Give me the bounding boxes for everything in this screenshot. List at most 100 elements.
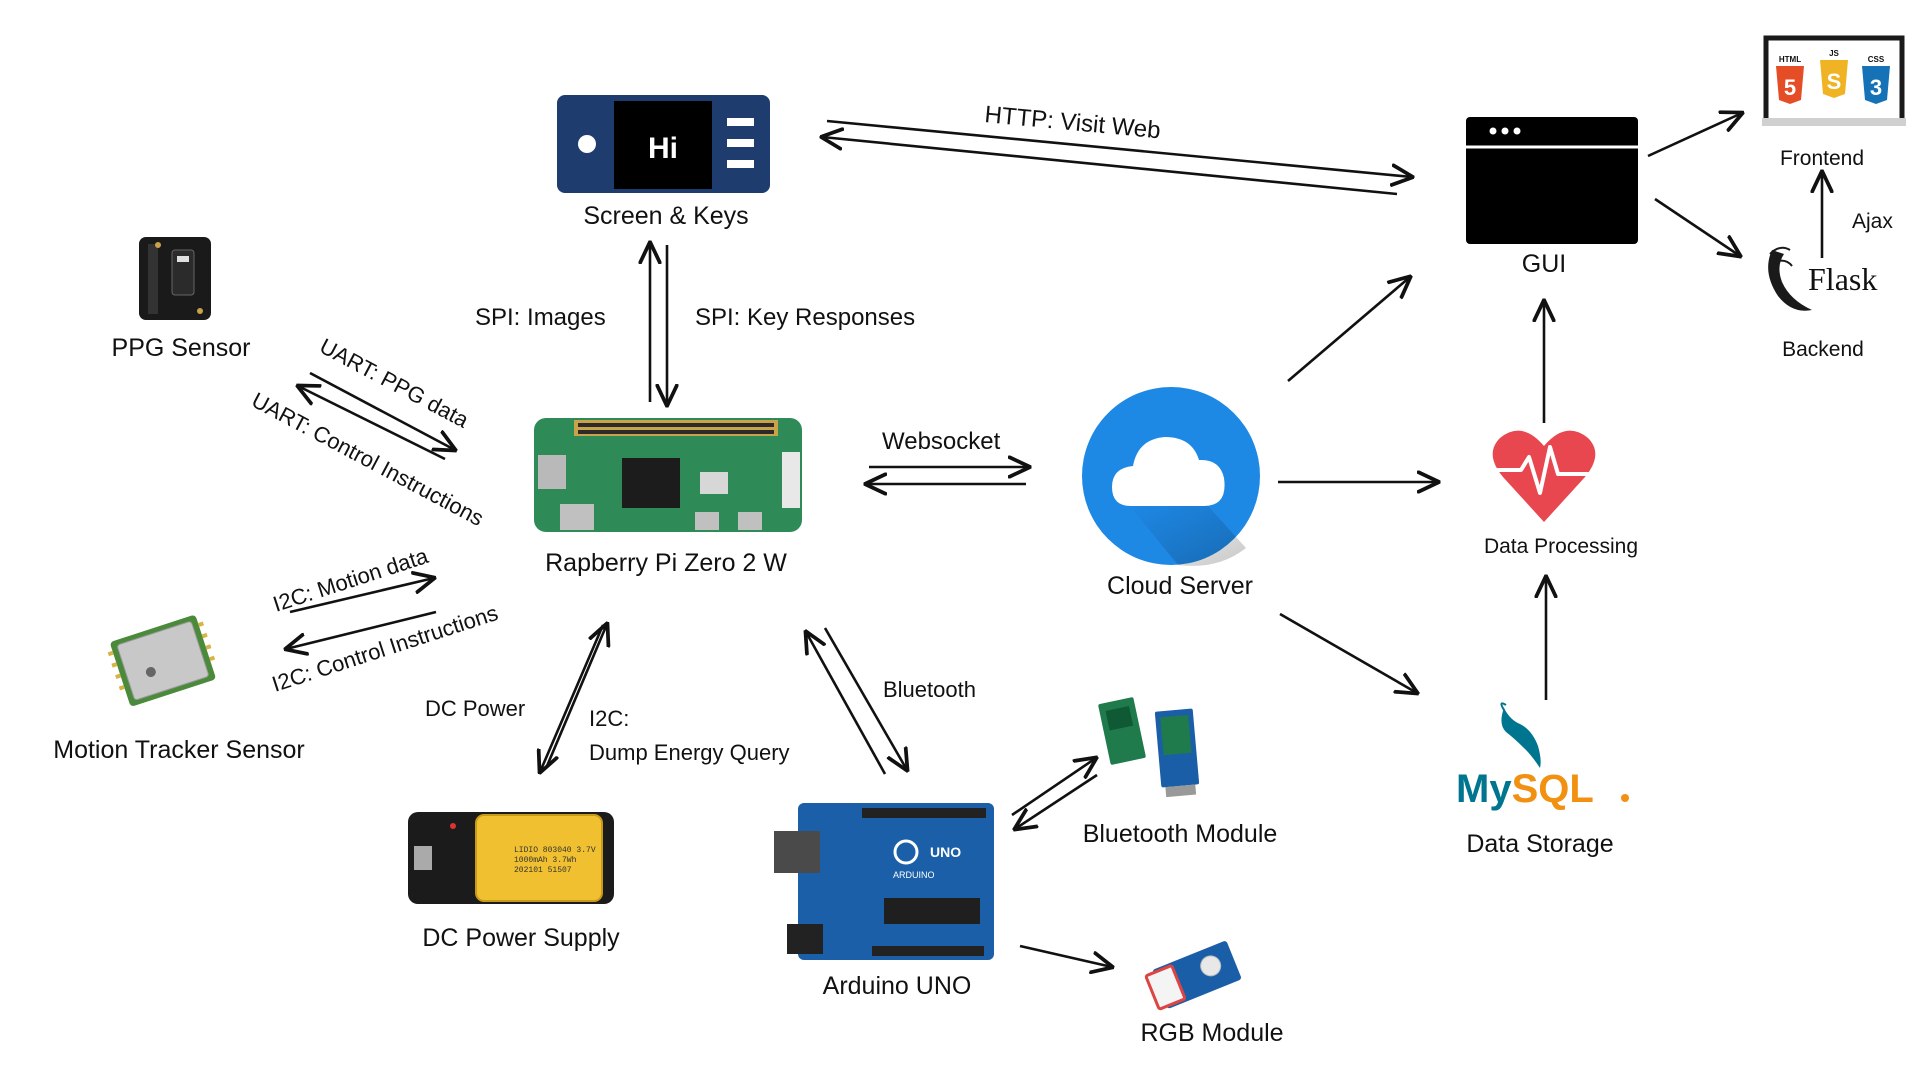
gui-dot-2 <box>1501 127 1509 135</box>
ppg-led <box>177 256 189 262</box>
gui-dot-3 <box>1513 127 1521 135</box>
pi-mini-hdmi <box>560 504 594 530</box>
motion-tracker-node: Motion Tracker Sensor <box>53 615 305 764</box>
edge-label-websocket: Websocket <box>882 428 1001 455</box>
rgb-module-node: RGB Module <box>1140 941 1284 1047</box>
arrow-motion-to-pi <box>289 578 434 614</box>
dc-power-label: DC Power Supply <box>422 924 620 952</box>
arrow-pi-to-arduino <box>823 627 907 770</box>
battery-cell <box>475 814 603 902</box>
gui-label: GUI <box>1522 250 1566 278</box>
pi-camera-connector <box>782 452 800 508</box>
bluetooth-module-node: Bluetooth Module <box>1083 697 1278 848</box>
cloud-server-node: Cloud Server <box>1082 387 1260 600</box>
arrow-cloud-to-storage <box>1279 612 1417 693</box>
arrow-gui-to-screen <box>822 137 1398 196</box>
data-processing-node: Data Processing <box>1484 430 1638 558</box>
data-storage-node: MySQL Data Storage <box>1456 702 1629 858</box>
edge-labels: HTTP: Visit Web SPI: Images SPI: Key Res… <box>248 101 1894 765</box>
raspberry-pi-node: Rapberry Pi Zero 2 W <box>534 418 802 577</box>
dc-power-node: LIDIO 803040 3.7V 1000mAh 3.7Wh 202101 5… <box>408 812 620 952</box>
screen-keys-label: Screen & Keys <box>583 202 748 230</box>
data-storage-label: Data Storage <box>1466 830 1613 858</box>
power-led <box>450 823 456 829</box>
arduino-power-jack <box>787 924 823 954</box>
mysql-logo-dot <box>1621 794 1629 802</box>
edge-label-spi-images: SPI: Images <box>475 304 606 331</box>
arrow-screen-to-gui <box>826 119 1412 177</box>
edge-label-i2c-control: I2C: Control Instructions <box>269 600 501 697</box>
pi-cpu <box>622 458 680 508</box>
flask-horn-flourish <box>1769 246 1793 267</box>
battery-text-3: 202101 51507 <box>514 866 572 875</box>
pi-chip-2 <box>700 472 728 494</box>
arrow-pi-to-battery <box>540 624 605 772</box>
edge-label-ajax: Ajax <box>1852 210 1893 233</box>
html-badge-digit: 5 <box>1784 75 1796 100</box>
arrow-arduino-to-bt <box>1011 758 1096 817</box>
flask-logo-text: Flask <box>1808 261 1877 297</box>
heartbeat-line-icon <box>1496 445 1592 495</box>
battery-text-1: LIDIO 803040 3.7V <box>514 846 596 855</box>
gui-window-icon <box>1466 117 1638 244</box>
arduino-board-text: UNO <box>930 844 961 860</box>
frontend-browser-base <box>1762 118 1906 126</box>
edge-label-dc-power: DC Power <box>425 696 525 721</box>
arrow-pi-to-motion <box>286 610 437 649</box>
pi-gpio-pins <box>578 423 774 434</box>
cloud-shadow <box>1130 506 1246 566</box>
arrows <box>286 113 1822 967</box>
motion-sensor-image <box>107 615 216 706</box>
cloud-icon <box>1112 437 1225 506</box>
arrow-ppg-to-pi <box>309 371 455 450</box>
arrow-arduino-to-pi <box>806 632 887 775</box>
ppg-pins <box>148 244 158 314</box>
edge-label-i2c-motion: I2C: Motion data <box>270 543 432 617</box>
ppg-hole <box>155 242 161 248</box>
arduino-logo-circle <box>893 839 919 865</box>
power-usb-port <box>414 846 432 870</box>
data-processing-label: Data Processing <box>1484 535 1638 558</box>
arduino-header-top <box>862 808 986 818</box>
bt-module-blue-image <box>1154 708 1200 798</box>
motion-tracker-label: Motion Tracker Sensor <box>53 736 305 764</box>
gui-node: GUI <box>1466 117 1638 278</box>
js-badge: JS S <box>1820 49 1848 98</box>
screen-keys-node: Hi Screen & Keys <box>557 95 770 230</box>
arrow-gui-to-frontend <box>1647 113 1742 158</box>
pi-usb-2 <box>738 512 762 530</box>
arrow-arduino-to-rgb <box>1019 944 1112 967</box>
backend-node: Flask Backend <box>1768 246 1877 361</box>
css-badge-caption: CSS <box>1868 55 1885 64</box>
html-badge: HTML 5 <box>1776 55 1804 104</box>
battery-text-2: 1000mAh 3.7Wh <box>514 856 577 865</box>
ppg-sensor-label: PPG Sensor <box>112 334 251 362</box>
ppg-hole-2 <box>197 308 203 314</box>
flask-horn-icon <box>1768 250 1812 311</box>
edge-label-spi-keys: SPI: Key Responses <box>695 304 915 331</box>
edge-label-i2c-dump-2: Dump Energy Query <box>589 740 790 765</box>
arduino-uno-node: UNO ARDUINO Arduino UNO <box>774 803 994 1000</box>
arrow-bt-to-arduino <box>1015 773 1098 829</box>
arduino-board-image <box>798 803 994 960</box>
pi-usb-1 <box>695 512 719 530</box>
rgb-module-image <box>1144 941 1242 1011</box>
edge-label-i2c-dump-1: I2C: <box>589 706 629 731</box>
screen-key-2 <box>727 139 754 147</box>
ppg-sensor-node: PPG Sensor <box>112 237 251 362</box>
cloud-server-label: Cloud Server <box>1107 572 1253 600</box>
mysql-logo-text: MySQL <box>1456 767 1594 811</box>
screen-key-3 <box>727 160 754 168</box>
arrow-pi-to-ppg <box>298 386 446 461</box>
raspberry-pi-label: Rapberry Pi Zero 2 W <box>545 549 787 577</box>
arrow-gui-to-backend <box>1654 197 1740 256</box>
arduino-header-bottom <box>872 946 984 956</box>
bluetooth-module-label: Bluetooth Module <box>1083 820 1278 848</box>
js-badge-digit: S <box>1827 69 1842 94</box>
mysql-dolphin-icon <box>1501 708 1541 768</box>
js-badge-caption: JS <box>1829 49 1839 58</box>
pi-sd-slot <box>538 455 566 489</box>
arrow-cloud-to-gui <box>1287 277 1410 382</box>
frontend-node: HTML 5 JS S CSS 3 Frontend <box>1762 35 1906 170</box>
